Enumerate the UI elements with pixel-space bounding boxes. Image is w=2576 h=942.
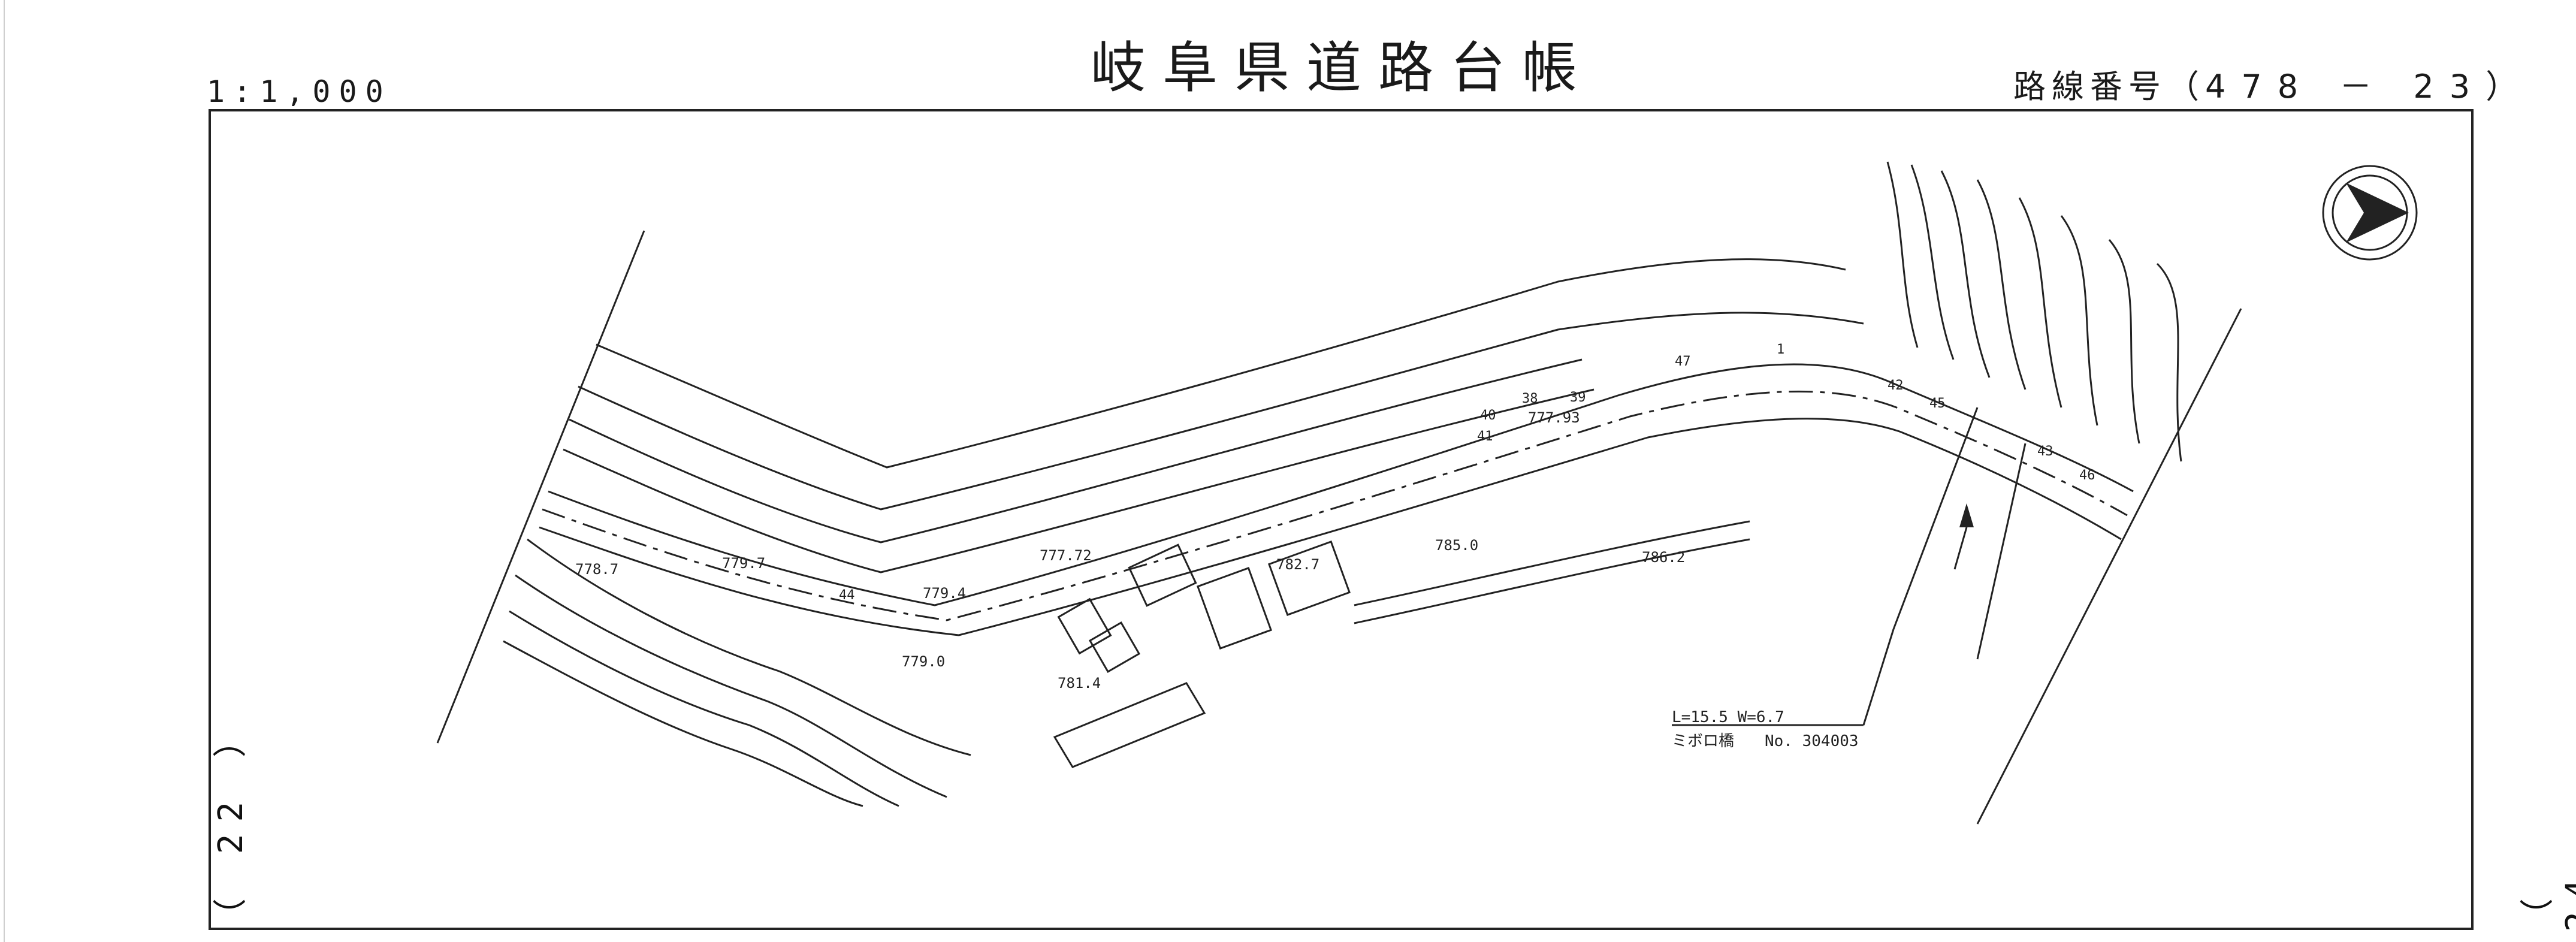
road-edge-north — [548, 363, 2134, 606]
hill-contour-6 — [2060, 215, 2098, 426]
upper-wall-bottom — [578, 312, 1864, 511]
sheet-title: 岐阜県道路台帳 — [1091, 36, 1594, 100]
road-centerline — [542, 390, 2128, 621]
structure-1 — [1128, 544, 1197, 607]
station-label: 38 — [1522, 391, 1538, 406]
station-label: 46 — [2079, 468, 2095, 483]
station-label: 42 — [1888, 378, 1904, 393]
station-label: 43 — [2037, 444, 2053, 459]
station-label: 40 — [1480, 408, 1496, 423]
hill-contour-2 — [1910, 164, 1955, 360]
bridge-dimensions: L=15.5 W=6.7 — [1672, 708, 1784, 726]
elevation-label: 779.7 — [722, 555, 765, 572]
route-close-paren: ） — [2486, 68, 2524, 105]
elevation-label: 785.0 — [1435, 537, 1478, 554]
structure-3 — [1088, 621, 1141, 674]
station-labels: 44 41 40 39 38 47 45 46 43 42 1 — [839, 342, 2095, 603]
structure-6 — [1053, 682, 1206, 768]
road-edge-south — [539, 418, 2122, 636]
route-number-label: 路線番号（478 － 23） — [2013, 71, 2524, 103]
bridge-line-a — [1892, 407, 1979, 630]
boundary-line-right — [1976, 308, 2242, 825]
north-arrow-ring-outer — [2322, 165, 2418, 261]
elevation-label: 779.4 — [923, 585, 966, 602]
hill-contour-8 — [2156, 262, 2182, 462]
hill-contour-4 — [1976, 179, 2027, 390]
elevation-label: 779.0 — [902, 653, 945, 670]
route-label: 路線番号 — [2013, 68, 2167, 105]
bridge-number: No. 304003 — [1765, 732, 1859, 750]
map-frame — [209, 109, 2474, 930]
elevation-labels: 778.7 779.7 779.4 779.0 777.72 781.4 782… — [575, 409, 1685, 692]
contour-4 — [503, 640, 863, 807]
page-edge — [4, 0, 5, 942]
slope-line-a — [569, 358, 1583, 544]
bridge-line-b — [1976, 443, 2027, 660]
route-open-paren: （ — [2167, 68, 2205, 105]
station-label: 41 — [1477, 429, 1493, 444]
contour-1 — [527, 538, 971, 756]
north-arrow-icon — [2346, 183, 2409, 243]
map-scale: 1:1,000 — [207, 74, 392, 109]
structure-2 — [1057, 597, 1112, 655]
contour-3 — [509, 610, 899, 807]
flow-arrow-shaft — [1953, 527, 1968, 570]
route-number: 478 － 23 — [2205, 68, 2486, 105]
hill-contour-7 — [2108, 239, 2140, 444]
elevation-label: 782.7 — [1276, 556, 1319, 573]
flow-arrow-icon — [1959, 503, 1974, 527]
bridge-leader — [1862, 629, 1895, 726]
hill-contour-5 — [2018, 197, 2062, 408]
lower-wall — [1354, 520, 1750, 606]
station-label: 44 — [839, 588, 855, 603]
contour-2 — [515, 574, 947, 798]
station-label: 47 — [1675, 354, 1691, 369]
hill-contour-3 — [1940, 170, 1991, 378]
structure-4 — [1196, 567, 1273, 650]
bridge-annotation: L=15.5 W=6.7 ミボロ橋 No. 304003 — [1672, 708, 1859, 750]
boundary-line-left — [436, 230, 645, 744]
structure-5 — [1268, 540, 1351, 617]
elevation-label: 786.2 — [1642, 549, 1685, 566]
station-label: 39 — [1570, 390, 1586, 405]
bridge-name: ミボロ橋 — [1672, 732, 1734, 750]
elevation-label: 781.4 — [1058, 675, 1101, 692]
lower-wall-toe — [1354, 538, 1750, 624]
upper-wall-top — [596, 258, 1846, 469]
hill-contour-1 — [1886, 161, 1919, 348]
elevation-label: 777.93 — [1528, 409, 1580, 426]
station-label: 1 — [1777, 342, 1784, 357]
elevation-label: 777.72 — [1040, 547, 1092, 564]
elevation-label: 778.7 — [575, 561, 618, 578]
station-label: 45 — [1929, 396, 1946, 411]
slope-line-b — [563, 388, 1594, 573]
